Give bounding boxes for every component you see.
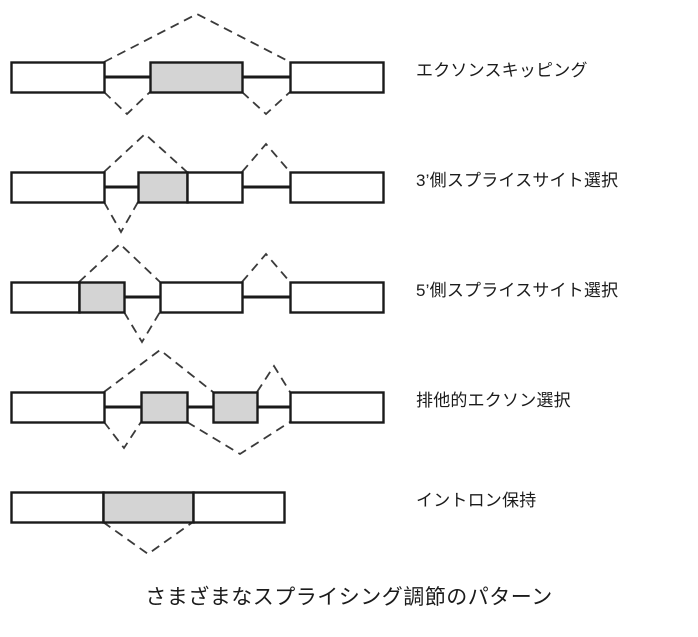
row-label-intron-retention: イントロン保持 [416,491,537,510]
exon-box-mutually-exclusive-exon-2 [212,391,259,424]
dashed-arc-downstream-arc [256,364,291,393]
dashed-arc-skip-exon2-arc [186,421,291,456]
exon-box-middle-exon-core [186,171,244,204]
exon-box-exon-left [10,491,105,524]
row-label-three-prime-splice-site: 3’側スプライスサイト選択 [416,171,619,190]
exon-box-middle-exon [159,281,244,314]
splicing-row-intron-retention [10,491,286,556]
dashed-arc-include-arc-right [241,91,291,116]
splicing-row-exon-skipping [10,12,385,116]
row-label-mutually-exclusive-exons: 排他的エクソン選択 [416,391,571,410]
dashed-arc-include-arc-left [103,91,151,116]
dashed-arc-proximal-3ss-arc [103,201,139,234]
row-label-five-prime-splice-site: 5’側スプライスサイト選択 [416,281,619,300]
exon-box-mutually-exclusive-exon-1 [140,391,189,424]
splicing-row-three-prime-splice-site [10,132,385,234]
exon-box-cassette-exon [149,61,244,94]
row-label-exon-skipping: エクソンスキッピング [416,61,588,80]
exon-box-constitutive-exon-right [289,61,385,94]
splicing-row-mutually-exclusive-exons [10,348,385,456]
exon-box-alternative-5prime-region [78,281,126,314]
figure-caption: さまざまなスプライシング調節のパターン [145,586,553,609]
dashed-arc-distal-3ss-arc [103,132,188,173]
exon-box-constitutive-exon-left [10,281,81,314]
dashed-arc-skip-arc [103,12,291,63]
dashed-arc-skip-exon1-arc [103,348,214,393]
splicing-row-five-prime-splice-site [10,242,385,344]
exon-box-constitutive-exon-right [289,171,385,204]
dashed-arc-spliced-out-arc [102,521,194,556]
dashed-arc-distal-5ss-arc [78,242,161,283]
exon-box-exon-right [192,491,286,524]
exon-box-alternative-3prime-region [137,171,189,204]
exon-box-retained-intron [102,491,195,524]
exon-box-constitutive-exon-left [10,391,106,424]
dashed-arc-proximal-5ss-arc [123,311,161,344]
exon-box-constitutive-exon-right [289,281,385,314]
dashed-arc-downstream-arc [241,252,291,283]
dashed-arc-use-exon1-arc [103,421,142,450]
exon-box-constitutive-exon-left [10,171,106,204]
dashed-arc-downstream-arc [241,142,291,173]
exon-box-constitutive-exon-right [289,391,385,424]
exon-box-constitutive-exon-left [10,61,106,94]
